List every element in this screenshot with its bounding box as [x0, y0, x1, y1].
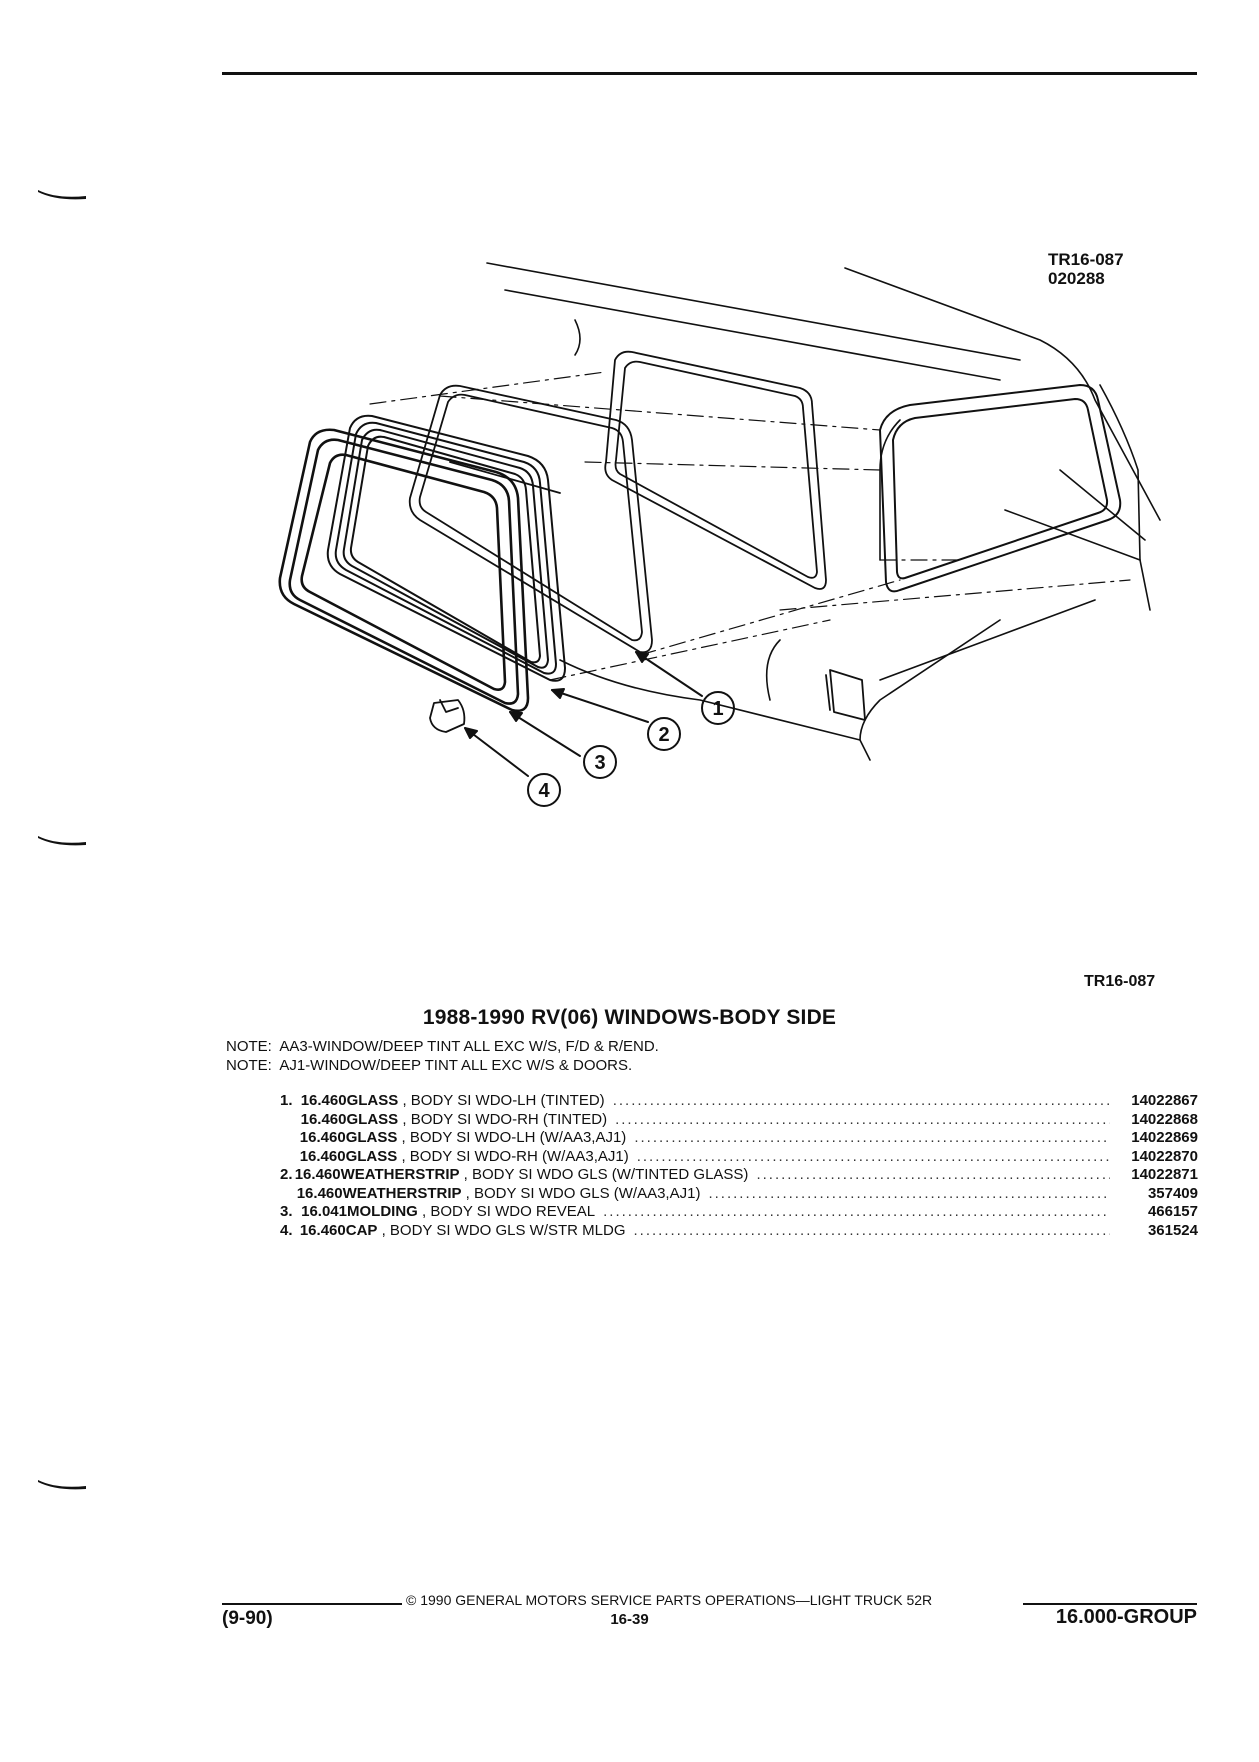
part-group-code: 16.460: [294, 1166, 341, 1183]
part-callout-number: 1.: [280, 1092, 293, 1109]
part-description: GLASS , BODY SI WDO-LH (W/AA3,AJ1): [346, 1129, 627, 1148]
copyright-notice: © 1990 GENERAL MOTORS SERVICE PARTS OPER…: [406, 1592, 933, 1608]
notes-block: NOTE: AA3-WINDOW/DEEP TINT ALL EXC W/S, …: [226, 1037, 659, 1075]
part-group-code: 16.460: [299, 1147, 346, 1165]
part-name: WEATHERSTRIP: [340, 1166, 460, 1183]
part-description: MOLDING , BODY SI WDO REVEAL: [347, 1203, 595, 1222]
part-number: 14022870: [1131, 1147, 1198, 1165]
part-name: MOLDING: [347, 1203, 418, 1220]
revision-date: (9-90): [222, 1608, 273, 1629]
figure-code-bottom: TR16-087: [1084, 973, 1156, 990]
part-description-text: , BODY SI WDO-RH (W/AA3,AJ1): [397, 1147, 629, 1165]
part-group-code: 16.460: [299, 1129, 346, 1146]
note-line: NOTE: AJ1-WINDOW/DEEP TINT ALL EXC W/S &…: [226, 1057, 633, 1074]
dot-leader: [603, 1203, 1110, 1222]
callout-4: 4: [527, 773, 561, 807]
dot-leader: [634, 1129, 1110, 1148]
part-description-text: , BODY SI WDO GLS (W/AA3,AJ1): [461, 1184, 701, 1202]
part-group-code: 16.460: [300, 1110, 347, 1128]
svg-text:2: 2: [658, 724, 669, 746]
part-name: GLASS: [346, 1092, 399, 1109]
part-description-text: , BODY SI WDO GLS (W/TINTED GLASS): [459, 1166, 749, 1183]
figure-code: TR16-087: [1048, 250, 1124, 269]
part-name: CAP: [345, 1221, 378, 1239]
tail-lamp: [825, 669, 866, 721]
part-description-text: , BODY SI WDO-LH (W/AA3,AJ1): [397, 1129, 627, 1146]
callout-2: 2: [647, 717, 681, 751]
part-name: WEATHERSTRIP: [342, 1184, 462, 1202]
part-description-text: , BODY SI WDO-RH (TINTED): [398, 1110, 608, 1128]
cap-part-4: [429, 699, 466, 733]
binder-hole-mark: [36, 187, 88, 201]
dot-leader: [634, 1222, 1111, 1241]
group-number: 16.000-GROUP: [1055, 1606, 1197, 1628]
dot-leader: [708, 1185, 1110, 1204]
weatherstrip-part-2: [326, 414, 566, 682]
part-number: 466157: [1147, 1203, 1198, 1220]
part-description: GLASS , BODY SI WDO-RH (W/AA3,AJ1): [346, 1148, 629, 1167]
molding-part-3: [278, 428, 530, 713]
part-name: GLASS: [345, 1129, 398, 1146]
part-description: CAP , BODY SI WDO GLS W/STR MLDG: [346, 1222, 626, 1241]
dot-leader: [637, 1148, 1110, 1167]
part-number: 14022871: [1131, 1166, 1198, 1183]
part-group-code: 16.460: [299, 1221, 346, 1239]
part-group-code: 16.460: [300, 1092, 347, 1109]
top-rule: [222, 72, 1197, 75]
dashed-alignment-lines: [369, 371, 1131, 681]
svg-text:4: 4: [538, 780, 550, 802]
part-number: 14022868: [1131, 1110, 1198, 1128]
part-callout-number: 3.: [280, 1203, 293, 1220]
svg-text:1: 1: [712, 698, 723, 720]
part-name: GLASS: [346, 1110, 399, 1128]
binder-hole-mark: [36, 833, 88, 847]
part-description: GLASS , BODY SI WDO-LH (TINTED): [347, 1092, 605, 1111]
part-number: 14022869: [1131, 1129, 1198, 1146]
part-description-text: , BODY SI WDO REVEAL: [417, 1203, 596, 1220]
note-line: NOTE: AA3-WINDOW/DEEP TINT ALL EXC W/S, …: [226, 1038, 659, 1055]
callout-3: 3: [583, 745, 617, 779]
dot-leader: [756, 1166, 1110, 1185]
part-group-code: 16.460: [296, 1184, 343, 1202]
part-description: GLASS , BODY SI WDO-RH (TINTED): [347, 1111, 608, 1130]
side-window-opening: [604, 350, 827, 590]
part-description-text: , BODY SI WDO GLS W/STR MLDG: [377, 1221, 626, 1239]
footer-rule: [222, 1603, 402, 1605]
page-title: 1988-1990 RV(06) WINDOWS-BODY SIDE: [422, 1006, 837, 1029]
part-number: 361524: [1147, 1221, 1198, 1239]
leader-arrows: [464, 651, 703, 777]
part-number: 357409: [1147, 1184, 1198, 1202]
footer-rule: [1023, 1603, 1197, 1605]
dot-leader: [615, 1111, 1110, 1130]
binder-hole-mark: [36, 1477, 88, 1491]
page-number: 16-39: [610, 1611, 649, 1628]
vehicle-body-outline: [486, 262, 1161, 761]
exploded-parts-diagram: 1 2 3 4: [278, 262, 1161, 807]
part-description-text: , BODY SI WDO-LH (TINTED): [398, 1092, 605, 1109]
dot-leader: [613, 1092, 1110, 1111]
figure-code-block: TR16-087 020288: [1048, 250, 1124, 288]
part-callout-number: 2.: [280, 1166, 293, 1183]
svg-text:3: 3: [594, 752, 605, 774]
figure-date-code: 020288: [1048, 269, 1105, 288]
part-description: WEATHERSTRIP , BODY SI WDO GLS (W/TINTED…: [341, 1166, 749, 1185]
part-callout-number: 4.: [280, 1221, 293, 1239]
part-description: WEATHERSTRIP , BODY SI WDO GLS (W/AA3,AJ…: [343, 1185, 701, 1204]
rear-window: [879, 384, 1122, 593]
part-number: 14022867: [1131, 1092, 1198, 1109]
part-name: GLASS: [345, 1147, 398, 1165]
part-group-code: 16.041: [301, 1203, 347, 1220]
callout-1: 1: [701, 691, 735, 725]
